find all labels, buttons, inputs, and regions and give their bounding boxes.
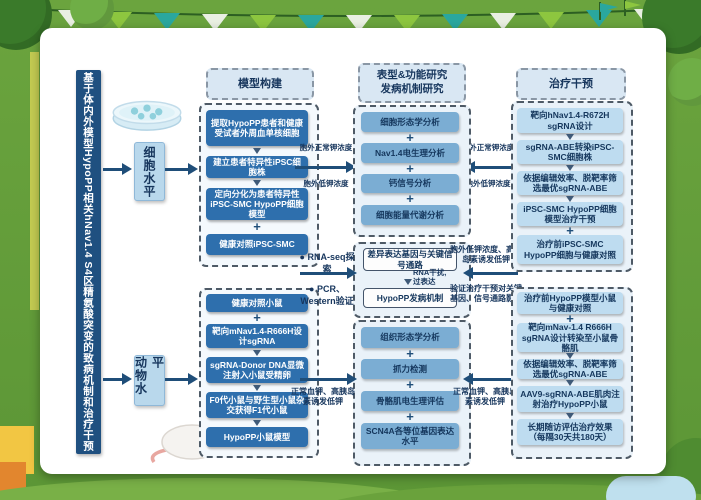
arrow-title-to-cell <box>103 163 132 175</box>
flow-box: 组织形态学分析 <box>361 327 459 348</box>
flow-box: HypoPP小鼠模型 <box>206 427 308 447</box>
arrow-model-to-mechanism <box>300 267 357 279</box>
flow-box: Nav1.4电生理分析 <box>361 143 459 163</box>
down-arrow-icon <box>253 180 261 186</box>
flow-box: AAV9-sgRNA-ABE肌肉注射治疗HypoPP小鼠 <box>517 386 623 412</box>
connector-label: 胞外正常钾浓度 <box>299 143 353 152</box>
flow-box: 健康对照小鼠 <box>206 294 308 312</box>
arrow-model-to-phenotype-animal <box>300 373 357 385</box>
arrow-title-to-animal <box>103 373 132 385</box>
bullet-text: RNA-seq探索 <box>307 252 355 274</box>
plus-sign: + <box>253 310 261 325</box>
pcr-western-bullet: ● PCR、Western验证 <box>294 284 360 307</box>
flow-box: 依据编辑效率、脱靶率筛选最优sgRNA-ABE <box>517 171 623 195</box>
connector-label: 正常血钾、高胰岛素诱发低钾 <box>291 387 355 407</box>
down-arrow-icon <box>253 385 261 391</box>
arrow-treatment-to-phenotype-animal <box>463 373 518 385</box>
down-arrow-icon <box>404 279 412 285</box>
down-arrow-icon <box>253 420 261 426</box>
arrow-cell-to-model <box>165 163 198 175</box>
down-arrow-icon <box>566 134 574 140</box>
flow-box: F0代小鼠与野生型小鼠杂交获得F1代小鼠 <box>206 392 308 418</box>
flow-box: 钙信号分析 <box>361 174 459 193</box>
down-arrow-icon <box>566 413 574 419</box>
header-text: 模型构建 <box>238 77 282 90</box>
label-line: RNA干扰, <box>413 268 447 277</box>
column-header-model: 模型构建 <box>206 68 314 100</box>
down-arrow-icon <box>253 148 261 154</box>
header-text: 表型&功能研究 <box>376 69 448 82</box>
down-arrow-icon <box>566 165 574 171</box>
flow-box: 抓力检测 <box>361 359 459 379</box>
flow-box: 长期随访评估治疗效果（每隔30天共180天） <box>517 419 623 445</box>
arrow-model-to-phenotype-cell <box>295 161 356 173</box>
bullet-icon: ● <box>309 284 315 294</box>
flow-box: 靶向mNav-1.4 R666H sgRNA设计转染至小鼠骨骼肌 <box>517 322 623 353</box>
down-arrow-icon <box>566 353 574 359</box>
connector-label: 验证治疗干预对关键基因、信号通路影响 <box>450 284 522 304</box>
connector-label: 正常血钾、高胰岛素诱发低钾 <box>453 387 517 407</box>
header-text: 治疗干预 <box>549 77 593 90</box>
flow-box: 依据编辑效率、脱靶率筛选最优sgRNA-ABE <box>517 359 623 379</box>
down-arrow-icon <box>566 380 574 386</box>
flow-box: 靶向hNav1.4-R672H sgRNA设计 <box>517 108 623 133</box>
column-header-phenotype: 表型&功能研究 发病机制研究 <box>358 63 466 103</box>
flow-box: 骨骼肌电生理评估 <box>361 391 459 411</box>
plus-sign: + <box>566 311 574 326</box>
connector-label: 胞外低钾浓度、高胰岛素诱发低钾 <box>450 245 522 265</box>
bunting-garland <box>0 0 701 32</box>
plus-sign: + <box>566 223 574 238</box>
plus-sign: + <box>406 377 414 392</box>
column-header-treatment: 治疗干预 <box>516 68 626 100</box>
plus-sign: + <box>406 161 414 176</box>
flow-box: 定向分化为患者特异性iPSC-SMC HypoPP细胞模型 <box>206 188 308 220</box>
arrow-animal-to-model <box>165 373 198 385</box>
bullet-text: PCR、Western验证 <box>300 284 354 306</box>
animal-level-label: 动物水平 <box>134 355 165 406</box>
flow-box: 提取HypoPP患者和健康受试者外周血单核细胞 <box>206 110 308 146</box>
arrow-treatment-to-mechanism <box>463 267 518 279</box>
flow-box: 细胞能量代谢分析 <box>361 205 459 225</box>
flow-box: sgRNA-ABE转染iPSC-SMC细胞株 <box>517 140 623 164</box>
flow-box: SCN4A各等位基因表达水平 <box>361 423 459 449</box>
flow-box: 健康对照iPSC-SMC <box>206 234 308 255</box>
header-text: 发病机制研究 <box>380 83 444 95</box>
tree-icon <box>668 58 701 106</box>
flow-box: HypoPP发病机制 <box>363 288 457 308</box>
plus-sign: + <box>406 409 414 424</box>
connector-label: 胞外正常钾浓度 <box>461 143 515 152</box>
flow-box: sgRNA-Donor DNA显微注射入小鼠受精卵 <box>206 357 308 383</box>
plus-sign: + <box>406 191 414 206</box>
cell-level-label: 细胞水平 <box>134 142 165 201</box>
rna-seq-bullet: ● RNA-seq探索 <box>296 252 358 275</box>
down-arrow-icon <box>253 350 261 356</box>
flow-box: 差异表达基因与关键信号通路 <box>363 248 457 271</box>
bullet-icon: ● <box>299 252 305 262</box>
rna-interference-label: RNA干扰, 过表达 <box>413 268 465 287</box>
decor-blue-blob <box>606 476 696 500</box>
down-arrow-icon <box>566 196 574 202</box>
plus-sign: + <box>406 346 414 361</box>
label-line: 过表达 <box>413 277 436 287</box>
connector-label: 胞外低钾浓度 <box>465 179 511 188</box>
connector-label: 胞外低钾浓度 <box>303 179 349 188</box>
grass-hill <box>0 478 460 500</box>
research-title-vertical: 基于体内外模型HypoPP相关hNav1.4 S4区精氨酸突变的致病机制和治疗干… <box>76 70 101 454</box>
petri-dish-icon <box>112 100 182 131</box>
flow-box: 治疗前HypoPP模型小鼠与健康对照 <box>517 292 623 314</box>
flow-box: 建立患者特异性iPSC细胞株 <box>206 156 308 178</box>
flow-box: iPSC-SMC HypoPP细胞模型治疗干预 <box>517 202 623 226</box>
flow-box: 细胞形态学分析 <box>361 112 459 132</box>
plus-sign: + <box>253 219 261 234</box>
plus-sign: + <box>406 130 414 145</box>
flow-box: 靶向mNav1.4-R666H设计sgRNA <box>206 324 308 348</box>
flow-box: 治疗前iPSC-SMC HypoPP细胞与健康对照 <box>517 235 623 264</box>
left-accent-strip <box>30 52 39 310</box>
